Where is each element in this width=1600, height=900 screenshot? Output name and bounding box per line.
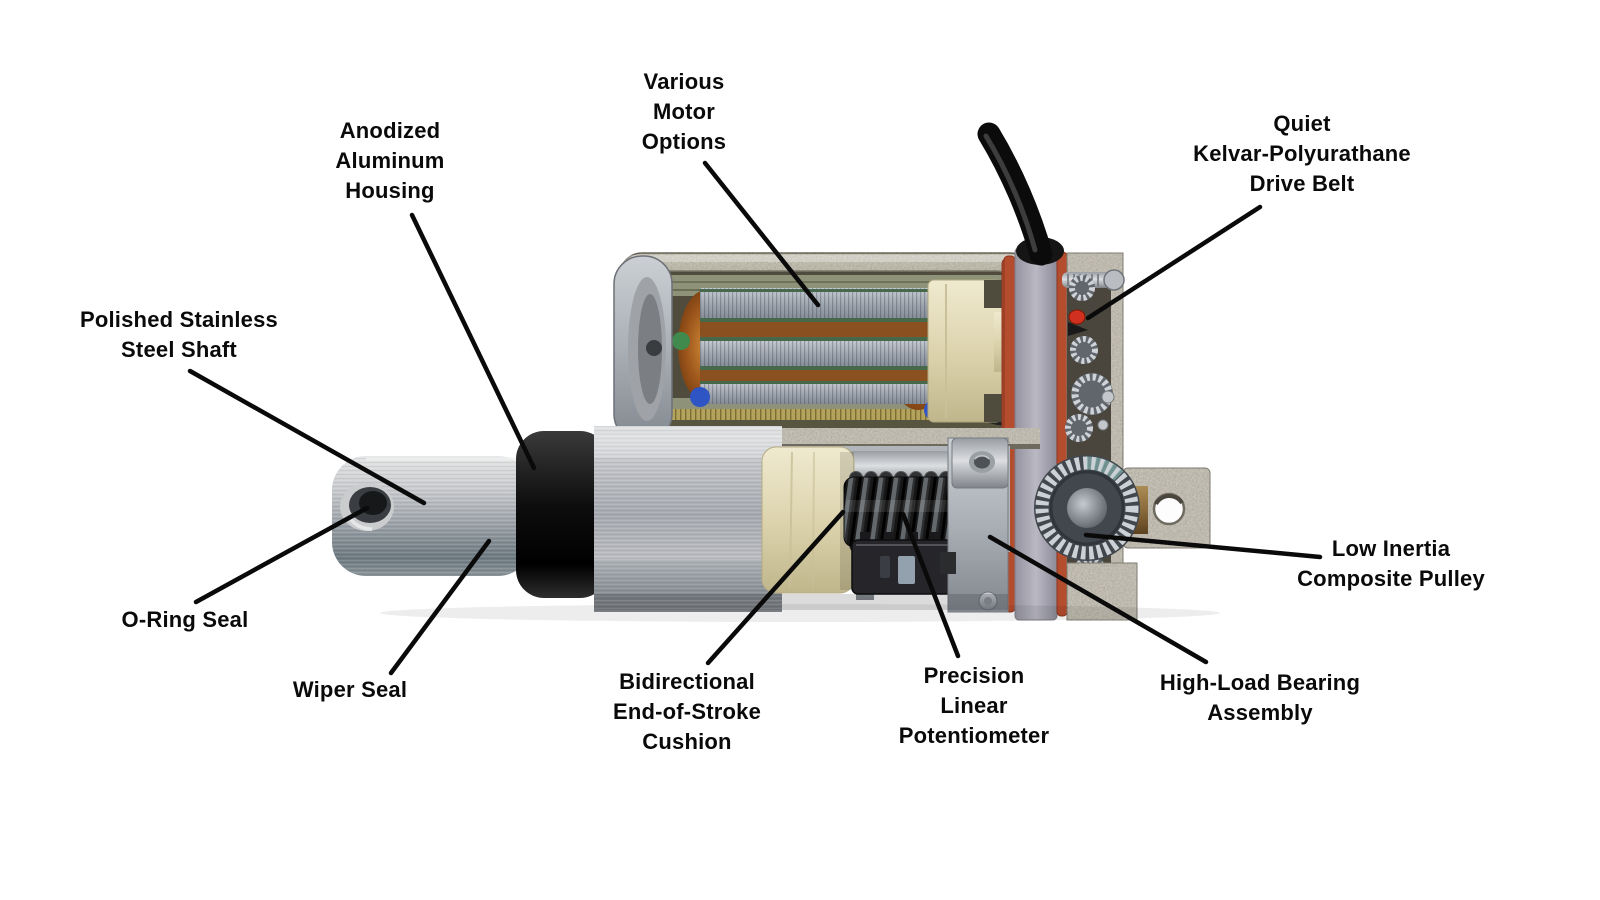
label-wiper-seal: Wiper Seal (292, 677, 408, 702)
leader-stroke-cushion (705, 509, 846, 666)
label-polished-shaft: Polished Stainless Steel Shaft (79, 307, 278, 362)
linear-potentiometer (851, 532, 953, 595)
label-o-ring-seal: O-Ring Seal (121, 607, 249, 632)
label-various-motor-options: Various Motor Options (641, 69, 727, 154)
label-bearing-assembly: High-Load Bearing Assembly (1159, 670, 1361, 725)
bracket-foot (1066, 562, 1138, 621)
leader-anodized-housing (409, 212, 537, 471)
aluminum-housing (594, 426, 782, 612)
callout-lines (187, 160, 1323, 676)
label-composite-pulley: Low Inertia Composite Pulley (1297, 536, 1485, 591)
actuator-body (332, 426, 1220, 622)
label-quiet-drive-belt: Quiet Kelvar-Polyurathane Drive Belt (1193, 111, 1411, 196)
motor-tie-rod (663, 409, 1005, 421)
leader-various-motor-options (702, 160, 821, 308)
motor-rotor (678, 288, 950, 410)
power-cable (977, 122, 1064, 266)
motor-wire-green (672, 332, 690, 350)
leader-potentiometer (900, 511, 961, 659)
bearing-bracket (940, 437, 1009, 613)
leader-polished-shaft (187, 368, 427, 506)
label-potentiometer: Precision Linear Potentiometer (898, 663, 1050, 748)
gear-train (1065, 275, 1115, 442)
label-anodized-housing: Anodized Aluminum Housing (335, 118, 445, 203)
motor-end-block (927, 279, 1010, 423)
motor-wire-blue-left (690, 387, 710, 407)
leader-wiper-seal (388, 538, 492, 676)
leader-o-ring-seal (193, 505, 370, 605)
motor-end-cap (613, 255, 673, 443)
leader-composite-pulley (1083, 532, 1323, 560)
motor-cutaway (613, 252, 1033, 445)
gearbox-bracket (1034, 252, 1211, 621)
extension-shaft (332, 456, 532, 576)
leader-quiet-drive-belt (1085, 204, 1263, 321)
stroke-cushion (761, 446, 855, 594)
label-stroke-cushion: Bidirectional End-of-Stroke Cushion (612, 669, 762, 754)
leader-bearing-assembly (987, 534, 1209, 665)
composite-pulley (1034, 455, 1140, 561)
drive-belt-idler (1068, 309, 1086, 325)
